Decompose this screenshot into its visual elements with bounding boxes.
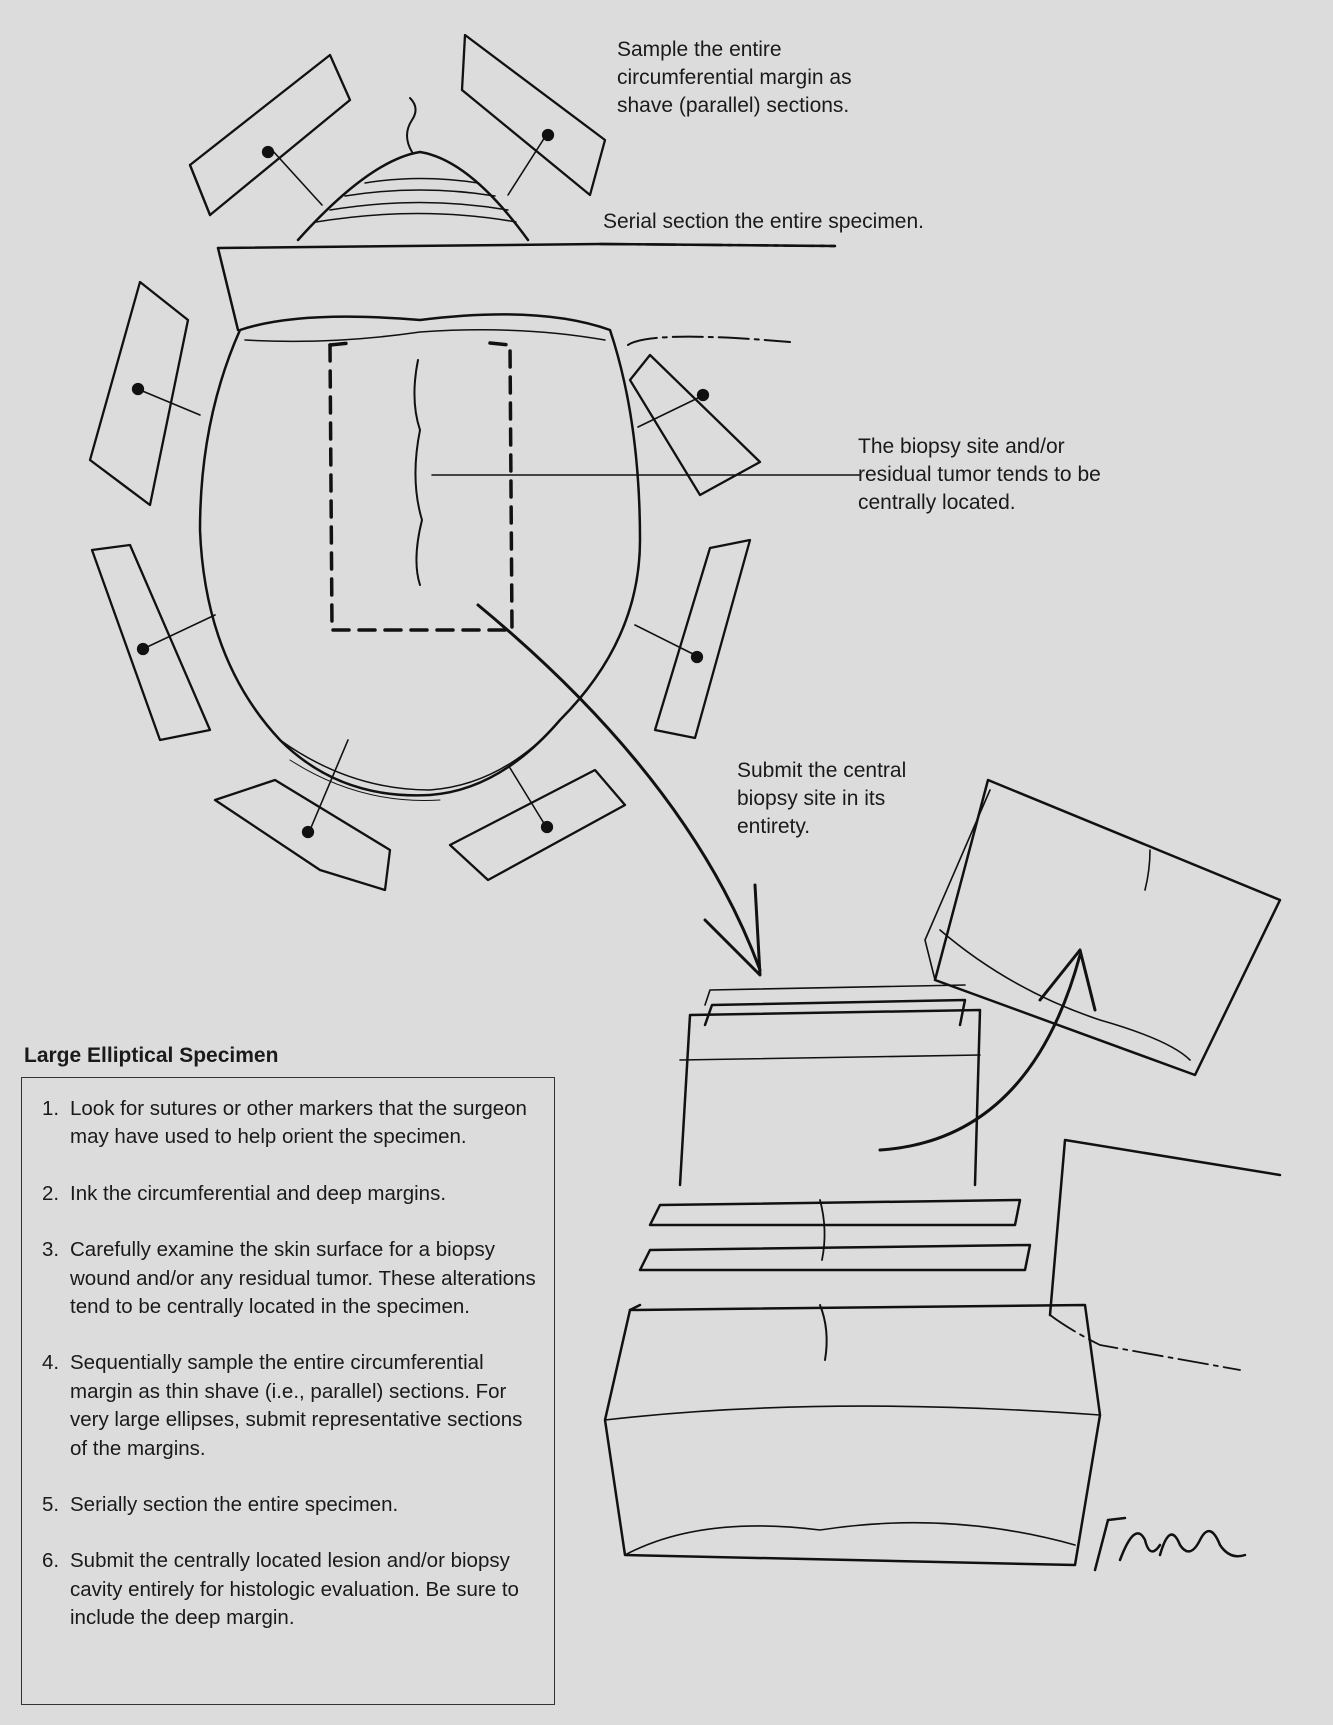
step-text: Carefully examine the skin surface for a…: [70, 1238, 536, 1319]
step-text: Sequentially sample the entire circumfer…: [70, 1351, 523, 1460]
steps-list: 1. Look for sutures or other markers that…: [22, 1078, 554, 1633]
shave-section-left-lower: [90, 543, 216, 742]
shave-section-top-left: [188, 53, 352, 217]
step-item: 2. Ink the circumferential and deep margi…: [42, 1180, 540, 1208]
step-item: 6. Submit the centrally located lesion an…: [42, 1547, 540, 1632]
step-number: 3.: [42, 1238, 60, 1262]
shave-section-bottom-right: [448, 767, 627, 882]
step-text: Serially section the entire specimen.: [70, 1493, 399, 1517]
step-text: Submit the centrally located lesion and/…: [70, 1549, 519, 1630]
step-item: 5. Serially section the entire specimen.: [42, 1491, 540, 1519]
step-text: Look for sutures or other markers that t…: [70, 1097, 527, 1149]
biopsy-wound: [413, 359, 423, 586]
step-number: 5.: [42, 1493, 60, 1517]
callout-submit-central: Submit the central biopsy site in its en…: [737, 759, 907, 838]
margin-shave-sections: [88, 33, 762, 892]
callout-circumferential-margin: Sample the entire circumferential margin…: [617, 38, 852, 117]
steps-box: 1. Look for sutures or other markers that…: [21, 1077, 555, 1705]
steps-box-title: Large Elliptical Specimen: [24, 1044, 279, 1067]
central-biopsy-region: [328, 341, 514, 632]
step-number: 1.: [42, 1097, 60, 1120]
serially-sectioned-block: [603, 984, 1282, 1567]
step-text: Ink the circumferential and deep margins…: [70, 1181, 447, 1205]
arrow-to-block: [476, 603, 762, 972]
shave-section-left-upper: [88, 280, 201, 507]
arrow-to-removed-slice: [878, 953, 1082, 1152]
callout-biopsy-site: The biopsy site and/or residual tumor te…: [858, 435, 1101, 514]
ellipse-tip: [296, 97, 530, 242]
shave-section-right-upper: [628, 353, 762, 497]
artist-signature: [1093, 1516, 1247, 1572]
step-item: 3. Carefully examine the skin surface for…: [42, 1236, 540, 1321]
step-number: 6.: [42, 1549, 60, 1573]
callout-serial-section: Serial section the entire specimen.: [603, 210, 924, 233]
elliptical-specimen: [198, 313, 791, 801]
blade-top: [216, 242, 837, 332]
central-slice-removed: [924, 778, 1282, 1077]
step-item: 4. Sequentially sample the entire circumf…: [42, 1349, 540, 1463]
shave-section-right-lower: [634, 538, 752, 740]
step-number: 2.: [42, 1181, 60, 1205]
step-item: 1. Look for sutures or other markers that…: [42, 1095, 540, 1152]
step-number: 4.: [42, 1351, 60, 1375]
shave-section-top-right: [460, 33, 607, 197]
shave-section-bottom-left: [213, 739, 392, 892]
